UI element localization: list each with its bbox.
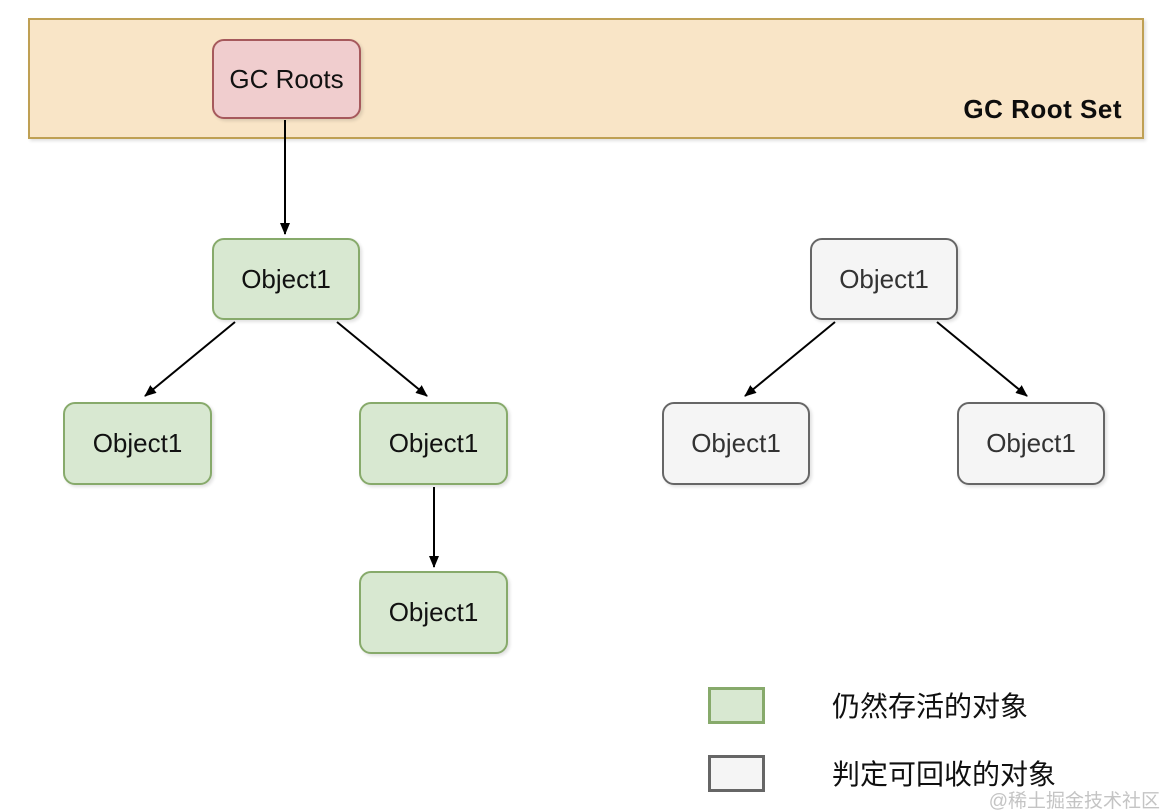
edge-grayroot-to-grayright [936,321,1028,397]
legend-item-collectable: 判定可回收的对象 [708,753,1056,793]
node-gray-right: Object1 [957,402,1105,485]
legend-swatch-collectable [708,754,765,792]
node-gray-left: Object1 [662,402,810,485]
node-green-root-label: Object1 [241,263,331,294]
watermark: @稀土掘金技术社区 [988,791,1160,812]
legend-swatch-alive [708,686,765,724]
node-gray-right-label: Object1 [986,428,1076,458]
edge-greenroot-to-greenright [336,321,428,397]
gc-root-set-title: GC Root Set [963,94,1122,124]
node-green-right: Object1 [359,402,508,485]
legend-item-alive: 仍然存活的对象 [708,685,1028,725]
node-gray-left-label: Object1 [691,428,781,458]
legend-label-alive: 仍然存活的对象 [832,691,1029,722]
node-gray-root-label: Object1 [839,263,929,294]
edge-greenroot-to-greenleft [144,321,236,397]
gc-root-set-band: GC Root Set [28,18,1144,139]
node-green-root: Object1 [212,238,360,320]
node-green-left-label: Object1 [92,428,183,458]
edge-grayroot-to-grayleft [744,321,836,397]
node-green-left: Object1 [63,402,212,485]
node-green-bottom-label: Object1 [388,597,479,627]
node-green-bottom: Object1 [359,571,508,654]
node-gc-roots: GC Roots [212,39,361,119]
node-green-right-label: Object1 [388,428,479,458]
node-gc-roots-label: GC Roots [229,63,344,94]
legend-label-collectable: 判定可回收的对象 [832,759,1057,790]
node-gray-root: Object1 [810,238,958,320]
